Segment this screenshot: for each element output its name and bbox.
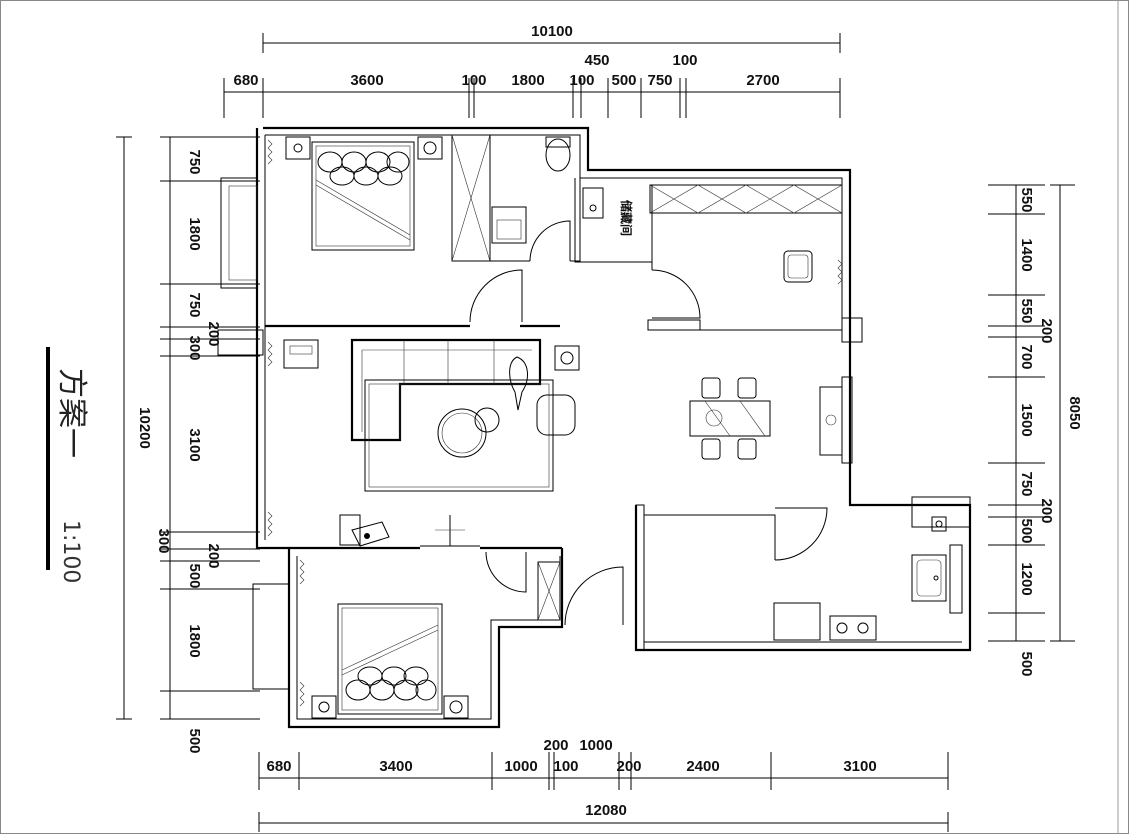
kitchen-stove: [829, 615, 877, 641]
bottom-total-dim: 12080: [585, 802, 627, 819]
storage-room-label: 储藏间: [619, 200, 634, 236]
bottom-dim-1: 680: [266, 758, 291, 775]
door-bedroom-2: [485, 551, 527, 593]
bathroom-fixtures: [491, 136, 604, 244]
living-sofa-set: [350, 338, 580, 492]
right-total-dim: 8050: [1066, 396, 1083, 429]
door-entry: [564, 566, 624, 626]
right-dim-4: 200: [1038, 318, 1055, 343]
door-swings: [420, 220, 828, 626]
top-dim-5: 100: [569, 72, 594, 89]
right-dim-1: 550: [1018, 187, 1035, 212]
bottom-dim-upper-1: 200: [543, 737, 568, 754]
right-dimension-chain: 8050 550 1400 550 200 700 1500 750 200 5…: [988, 184, 1083, 677]
bottom-dimension-chain: 680 3400 1000 100 200 2400 3100 200 1000…: [258, 737, 949, 832]
window-bay-top-left: [220, 177, 258, 289]
ottoman: [536, 394, 576, 436]
bottom-dim-2: 3400: [379, 758, 412, 775]
entry-cabinet: [339, 514, 390, 547]
door-kitchen: [774, 507, 828, 561]
top-dim-7: 750: [647, 72, 672, 89]
top-dim-upper-1: 450: [584, 52, 609, 69]
left-dim-8: 200: [205, 543, 222, 568]
tv-cabinet: [283, 339, 319, 369]
top-dim-3: 100: [461, 72, 486, 89]
door-master: [469, 269, 523, 323]
master-bed: [285, 136, 443, 251]
right-dim-3: 550: [1018, 298, 1035, 323]
interior-walls: 储藏间: [265, 134, 962, 720]
left-dim-6: 3100: [186, 428, 203, 461]
plan-title: 方案一: [54, 368, 89, 458]
sideboard: [819, 386, 843, 456]
right-dim-2: 1400: [1018, 238, 1035, 271]
left-dim-10: 1800: [186, 624, 203, 657]
top-total-dim: 10100: [531, 23, 573, 40]
kitchen-fridge: [773, 602, 821, 641]
study-chair: [783, 250, 813, 283]
bottom-dim-3: 1000: [504, 758, 537, 775]
left-dim-2: 1800: [186, 217, 203, 250]
left-total-dim: 10200: [136, 407, 153, 449]
top-dim-4: 1800: [511, 72, 544, 89]
right-dim-9: 500: [1018, 518, 1035, 543]
top-dim-1: 680: [233, 72, 258, 89]
door-study: [651, 269, 701, 319]
column-left: [217, 329, 264, 356]
window-bay-bottom-left: [252, 583, 290, 690]
bottom-dim-5: 200: [616, 758, 641, 775]
top-dim-6: 500: [611, 72, 636, 89]
left-dim-3: 750: [186, 292, 203, 317]
right-dim-11: 500: [1018, 651, 1035, 676]
top-dim-2: 3600: [350, 72, 383, 89]
kitchen-fixtures: [773, 516, 947, 641]
door-bath: [529, 220, 571, 262]
plan-title-block: 方案一 1:100: [46, 347, 89, 583]
curtain-marks: [267, 139, 843, 707]
left-dim-9: 500: [186, 563, 203, 588]
left-dimension-chain: 10200 750 1800 750 200 300 3100 300 200 …: [116, 136, 260, 754]
living-rug: [364, 379, 554, 492]
left-dim-11: 500: [186, 728, 203, 753]
bottom-dim-4: 100: [553, 758, 578, 775]
right-dim-10: 1200: [1018, 562, 1035, 595]
coffee-table: [437, 408, 487, 458]
left-dim-7: 300: [155, 528, 172, 553]
column-right: [841, 317, 863, 343]
closet-bottom: [537, 561, 561, 621]
left-dim-4: 200: [205, 321, 222, 346]
top-dimension-chain: 10100 680 3600 100 1800 100 500 750 2700…: [223, 23, 841, 118]
left-dim-1: 750: [186, 149, 203, 174]
bottom-dim-6: 2400: [686, 758, 719, 775]
kitchen-sink: [911, 554, 947, 602]
right-dim-6: 1500: [1018, 403, 1035, 436]
dining-set: [689, 377, 843, 460]
right-dim-5: 700: [1018, 344, 1035, 369]
bottom-dim-upper-2: 1000: [579, 737, 612, 754]
bedroom-2-bed: [311, 603, 469, 719]
left-dim-5: 300: [186, 335, 203, 360]
plan-scale: 1:100: [58, 520, 83, 583]
bottom-dim-7: 3100: [843, 758, 876, 775]
top-dim-8: 2700: [746, 72, 779, 89]
right-dim-8: 200: [1038, 498, 1055, 523]
right-dim-7: 750: [1018, 471, 1035, 496]
window-kitchen: [949, 544, 963, 614]
top-dim-upper-2: 100: [672, 52, 697, 69]
study-wardrobe: [649, 184, 843, 214]
